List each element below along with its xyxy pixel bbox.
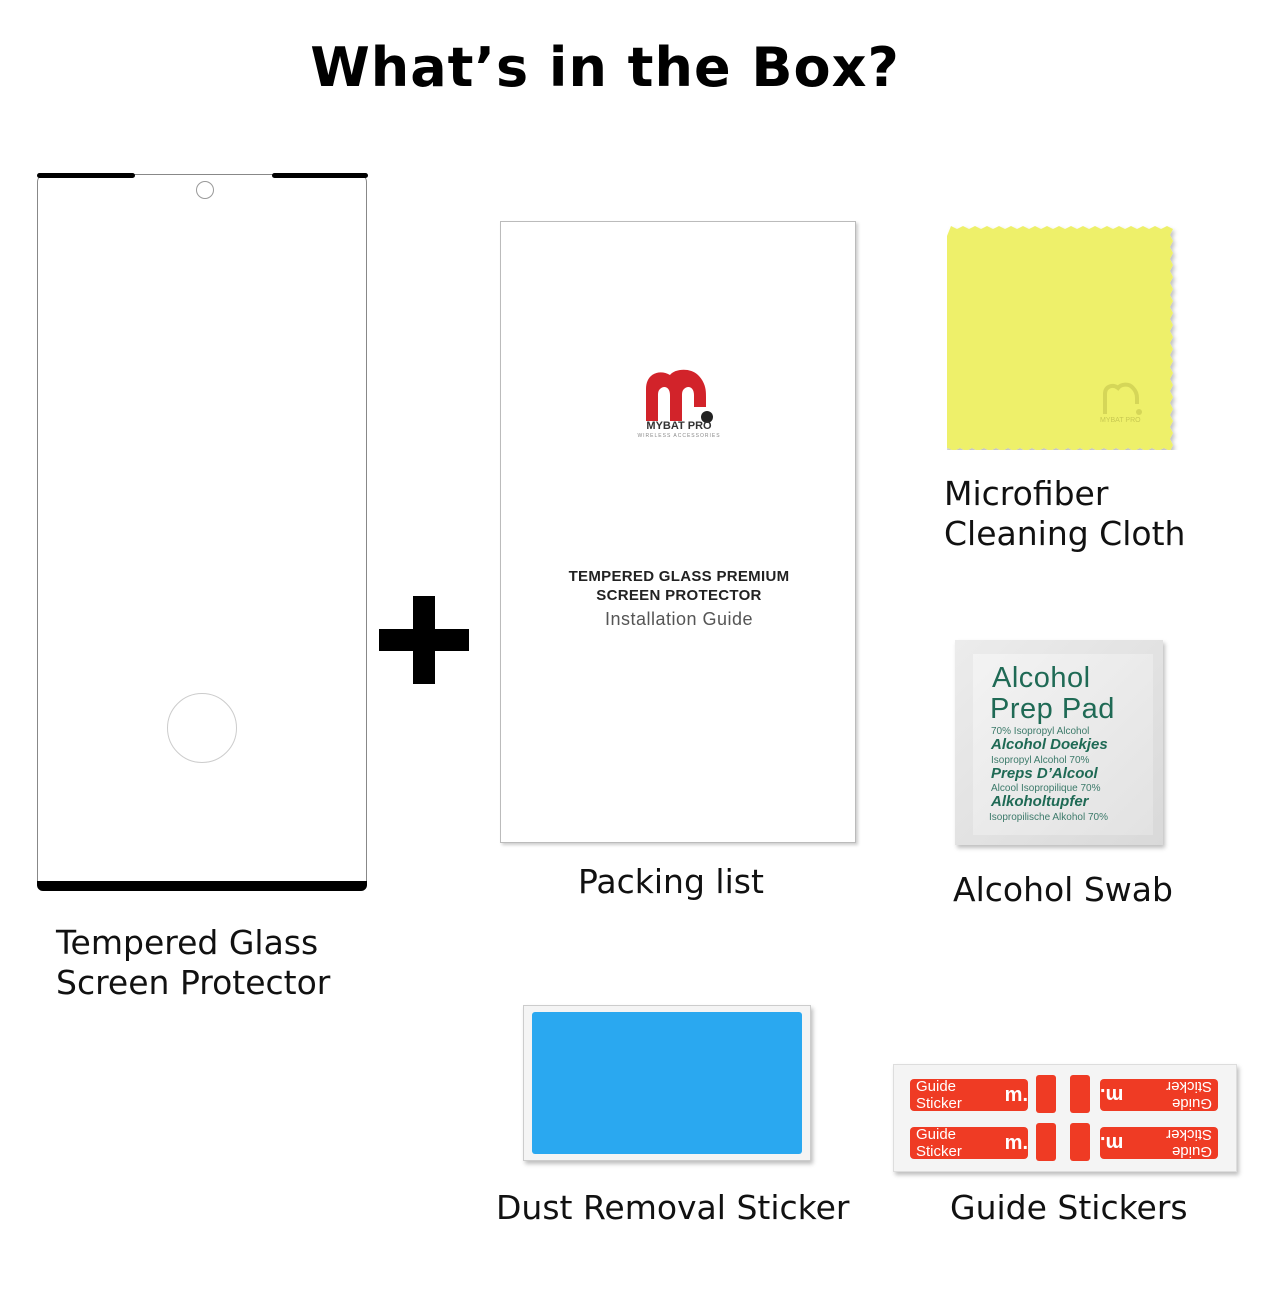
protector-top-edge — [37, 173, 135, 178]
guide-sticker-label: Guide Sticker — [1166, 1126, 1212, 1160]
protector-caption: Tempered Glass Screen Protector — [56, 923, 330, 1003]
cloth-brand: MYBAT PRO — [1100, 417, 1141, 424]
pad-title-line2: Prep Pad — [990, 693, 1115, 725]
guide-sticker-vtab — [1070, 1123, 1090, 1161]
guide-subheading: Installation Guide — [604, 609, 754, 629]
packing-list-caption: Packing list — [578, 862, 764, 901]
guide-sticker-label: Guide Sticker — [916, 1126, 962, 1160]
protector-top-edge — [272, 173, 368, 178]
pad-title-line1: Alcohol — [992, 662, 1091, 694]
brand-name: MYBAT PRO — [646, 420, 712, 432]
fingerprint-area-icon — [167, 693, 237, 763]
m-logo-icon: m. — [1004, 1131, 1028, 1154]
protector-bottom-edge — [37, 881, 367, 891]
packing-list-image: MYBAT PRO WIRELESS ACCESSORIES TEMPERED … — [500, 221, 856, 843]
guide-sticker-tab: Guide Sticker m. — [910, 1078, 1028, 1112]
guide-heading-line2: SCREEN PROTECTOR — [596, 587, 762, 604]
pad-text: Alkoholtupfer — [991, 793, 1089, 810]
protector-caption-line2: Screen Protector — [56, 963, 331, 1002]
guide-stickers-image: Guide Sticker m. Guide Sticker m. Guide St… — [893, 1064, 1237, 1172]
pad-text: 70% Isopropyl Alcohol — [991, 726, 1090, 737]
guide-sticker-tab: Guide Sticker m. — [1100, 1126, 1218, 1160]
microfiber-cloth-image — [947, 226, 1173, 450]
guide-sticker-label: Guide Sticker — [1166, 1078, 1212, 1112]
guide-heading-line1: TEMPERED GLASS PREMIUM — [568, 568, 790, 585]
alcohol-caption: Alcohol Swab — [953, 870, 1173, 909]
dust-sticker-image — [523, 1005, 811, 1161]
plus-icon-bar — [379, 629, 469, 651]
m-logo-icon: m. — [1100, 1132, 1124, 1155]
brand-subtitle: WIRELESS ACCESSORIES — [637, 433, 721, 439]
guide-sticker-tab: Guide Sticker m. — [1100, 1078, 1218, 1112]
camera-cutout-icon — [196, 181, 214, 199]
dust-caption: Dust Removal Sticker — [496, 1188, 850, 1227]
pad-text: Preps D’Alcool — [991, 765, 1098, 782]
guide-sticker-vtab — [1036, 1123, 1056, 1161]
dust-sticker-blue — [532, 1012, 802, 1154]
m-logo-icon: m. — [1100, 1084, 1124, 1107]
mybat-logo-icon — [646, 369, 713, 423]
m-logo-icon: m. — [1004, 1083, 1028, 1106]
pad-text: Isopropyl Alcohol 70% — [991, 755, 1090, 766]
screen-protector-image — [37, 173, 368, 891]
pad-text: Alcool Isopropilique 70% — [991, 783, 1101, 794]
guide-sticker-tab: Guide Sticker m. — [910, 1126, 1028, 1160]
guide-caption: Guide Stickers — [950, 1188, 1188, 1227]
cloth-caption: Microfiber Cleaning Cloth — [944, 474, 1185, 554]
protector-caption-line1: Tempered Glass — [56, 923, 319, 962]
pad-text: Alcohol Doekjes — [991, 736, 1108, 753]
alcohol-pad-image: Alcohol Prep Pad 70% Isopropyl Alcohol A… — [955, 640, 1163, 845]
guide-sticker-vtab — [1036, 1075, 1056, 1113]
guide-sticker-label: Guide Sticker — [916, 1078, 962, 1112]
pad-text: Isopropilische Alkohol 70% — [989, 812, 1108, 823]
page-title: What’s in the Box? — [310, 36, 900, 99]
alcohol-pad-face — [973, 654, 1153, 835]
cloth-caption-line1: Microfiber — [944, 474, 1109, 513]
guide-sticker-vtab — [1070, 1075, 1090, 1113]
cloth-caption-line2: Cleaning Cloth — [944, 514, 1186, 553]
